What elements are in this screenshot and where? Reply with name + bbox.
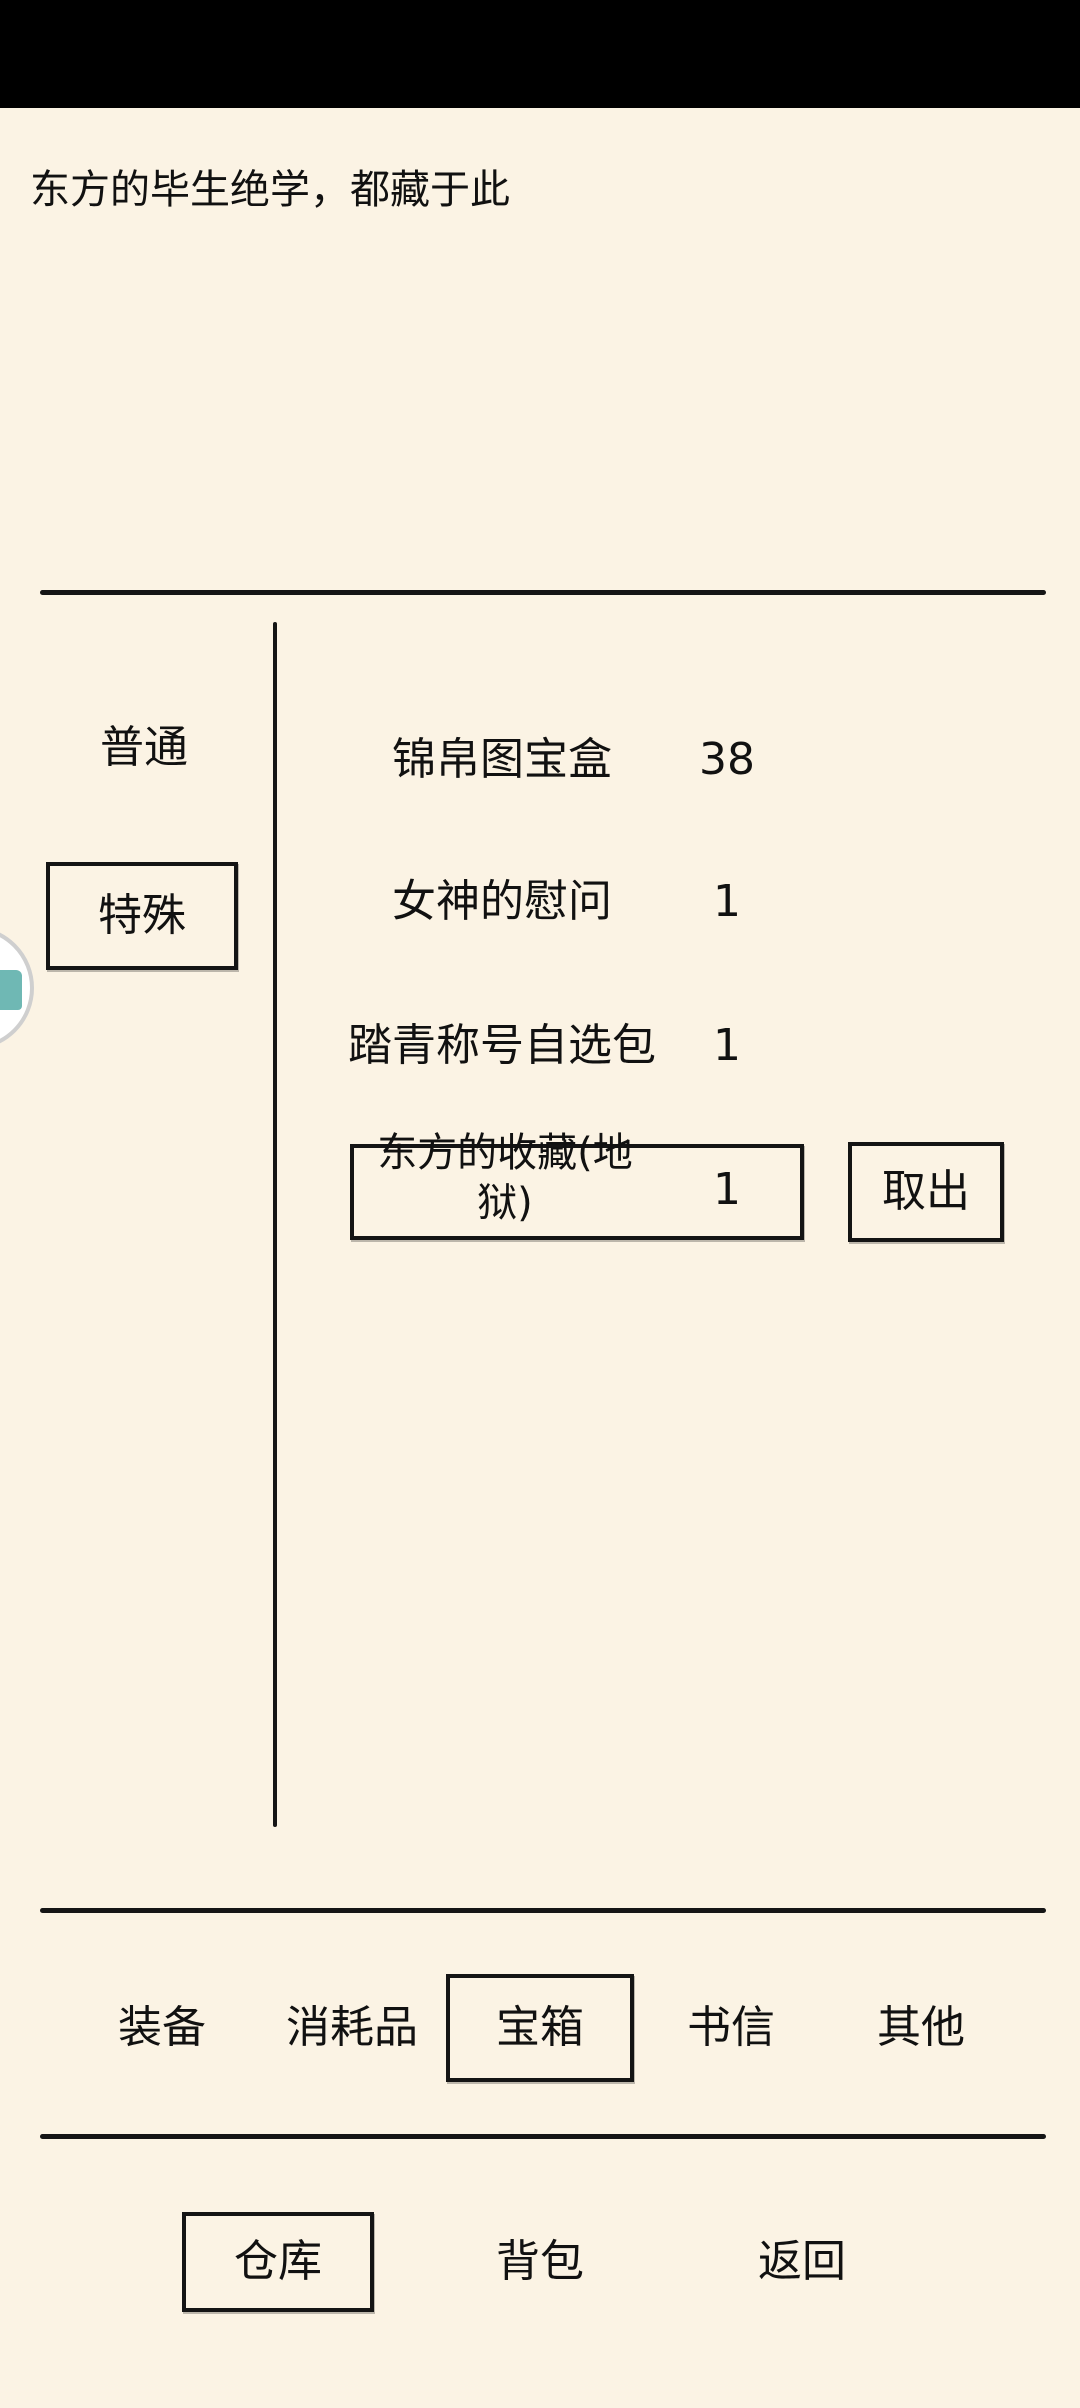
nav-back[interactable]: 返回 — [758, 2236, 846, 2287]
vertical-divider — [273, 622, 277, 1827]
category-tab-consumables[interactable]: 消耗品 — [286, 2002, 418, 2053]
tab-special[interactable]: 特殊 — [46, 862, 238, 970]
item-name: 东方的收藏(地狱) — [377, 1130, 633, 1226]
floating-assistant-button[interactable] — [0, 926, 34, 1050]
item-name[interactable]: 踏青称号自选包 — [348, 1020, 656, 1071]
nav-warehouse[interactable]: 仓库 — [182, 2212, 374, 2312]
item-name[interactable]: 锦帛图宝盒 — [392, 734, 612, 785]
warehouse-description: 东方的毕生绝学，都藏于此 — [30, 167, 510, 213]
item-name[interactable]: 女神的慰问 — [392, 876, 612, 927]
home-icon — [0, 970, 22, 1010]
category-top-divider — [40, 1908, 1046, 1913]
tab-special-label: 特殊 — [98, 890, 186, 941]
top-divider — [40, 590, 1046, 595]
nav-backpack[interactable]: 背包 — [496, 2236, 584, 2287]
category-tab-letters[interactable]: 书信 — [687, 2002, 775, 2053]
status-bar — [0, 0, 1080, 108]
tab-normal[interactable]: 普通 — [100, 722, 188, 773]
take-out-button[interactable]: 取出 — [848, 1142, 1004, 1242]
category-tab-equipment[interactable]: 装备 — [118, 2002, 206, 2053]
item-count: 1 — [713, 876, 741, 927]
item-count: 38 — [699, 734, 755, 785]
bottom-divider — [40, 2134, 1046, 2139]
item-count: 1 — [713, 1020, 741, 1071]
take-out-label: 取出 — [882, 1166, 970, 1217]
item-count: 1 — [713, 1164, 741, 1215]
nav-warehouse-label: 仓库 — [234, 2236, 322, 2287]
category-tab-other[interactable]: 其他 — [877, 2002, 965, 2053]
category-chest-label: 宝箱 — [496, 2002, 584, 2053]
selected-item-row[interactable] — [350, 1144, 804, 1240]
category-tab-chest[interactable]: 宝箱 — [446, 1974, 634, 2082]
